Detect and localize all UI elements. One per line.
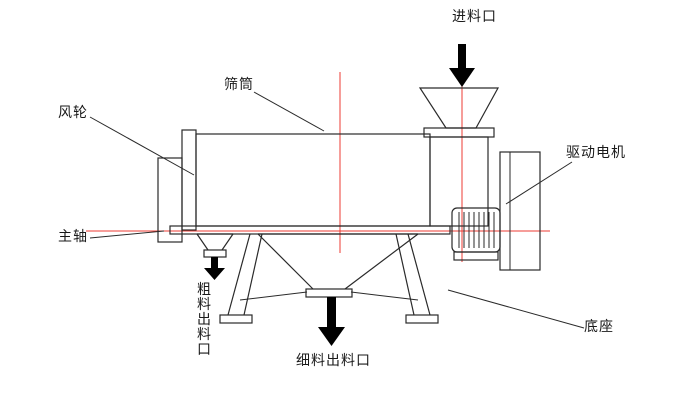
motor-fins [458,212,495,248]
coarse-funnel [196,233,234,258]
stand-brace-right [350,291,419,301]
coarse-arrow-head [204,268,225,280]
fine-arrow-head [318,327,345,346]
stand-top-rail [169,225,451,235]
stand-foot-left [219,314,253,324]
label-base: 底座 [584,318,614,334]
label-screen-drum: 筛筒 [224,76,254,92]
fine-funnel-right-side [344,233,419,290]
coarse-outlet-arrow [204,257,225,280]
label-drive-motor: 驱动电机 [566,144,626,160]
feed-arrow [449,44,475,87]
belt-guard [499,151,541,271]
stand-foot-right [405,314,439,324]
drum-end-flange [181,129,197,231]
left-bearing-assembly [157,129,197,243]
coarse-arrow-shaft [211,257,218,268]
leader-screen-drum [253,91,325,132]
leader-drive-motor [505,161,573,205]
fine-funnel-left-side [257,233,314,290]
coarse-funnel-flange [203,249,227,258]
leader-wind-wheel [89,116,195,176]
label-main-shaft: 主轴 [58,228,88,244]
stand-leg-left-outer [227,233,251,316]
fine-outlet-arrow [318,297,345,346]
stand-leg-right-inner [395,233,415,316]
stand-leg-left-inner [243,233,263,316]
drum-outline [195,133,431,227]
motor-pedestal [453,251,499,261]
fine-funnel [257,233,419,298]
motor-assembly [451,151,541,271]
stand-brace-left [239,291,308,301]
shaft-bearing-housing [157,157,183,243]
label-coarse-outlet: 粗料出料口 [197,281,211,357]
feed-arrow-shaft [458,44,466,68]
coarse-funnel-right-side [221,233,234,251]
stand [169,225,451,324]
leader-base [447,289,585,329]
feed-assembly [418,87,500,227]
fine-funnel-flange [305,288,353,298]
feed-hopper [418,87,500,129]
leader-lines [89,91,585,329]
leader-main-shaft [89,230,165,239]
fine-arrow-shaft [327,297,336,327]
hopper-flange [423,127,495,138]
coarse-funnel-left-side [196,233,209,251]
feed-arrow-head [449,68,475,87]
label-feed-inlet: 进料口 [452,8,497,24]
label-fine-outlet: 细料出料口 [296,352,371,368]
stand-leg-right-outer [407,233,431,316]
screen-drum-body [195,133,431,227]
label-wind-wheel: 风轮 [58,104,88,120]
